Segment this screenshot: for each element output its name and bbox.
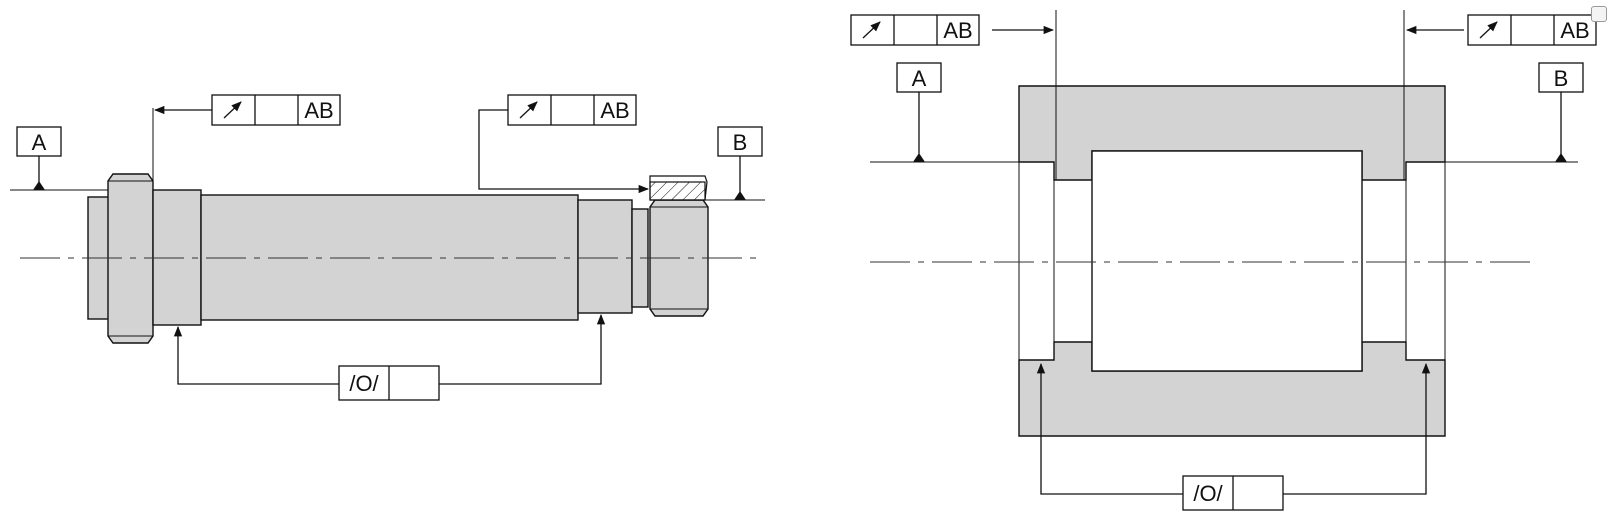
runout-arrow-icon xyxy=(1479,21,1498,39)
datum-a-label: A xyxy=(912,66,927,91)
datum-triangle-icon xyxy=(734,191,746,200)
runout-frame-left: AB xyxy=(850,14,1055,46)
datum-triangle-icon xyxy=(1555,153,1567,162)
cylindricity-symbol: /O/ xyxy=(1193,481,1223,506)
datum-b-label: B xyxy=(1554,66,1569,91)
runout-datums-label: AB xyxy=(600,98,629,123)
shaft-bearing-seat-right xyxy=(577,199,633,314)
cylindricity-frame-left: /O/ xyxy=(173,313,606,401)
cylindricity-leader-left xyxy=(1036,362,1183,495)
runout-frame-left: AB xyxy=(152,94,341,181)
right-bushing-drawing: A B AB AB /O/ xyxy=(850,10,1597,511)
cylindricity-leader-right xyxy=(1283,362,1431,495)
runout-leader-arrow xyxy=(478,109,650,194)
datum-b-label: B xyxy=(733,130,748,155)
cylindricity-leader-left xyxy=(173,325,339,385)
datum-a-box xyxy=(16,126,62,157)
datum-b-box xyxy=(717,126,763,157)
datum-triangle-icon xyxy=(913,153,925,162)
datum-a-label: A xyxy=(32,130,47,155)
cylindricity-symbol: /O/ xyxy=(349,371,379,396)
runout-arrow-icon xyxy=(519,101,538,119)
gear-tooth-hatch xyxy=(649,181,706,201)
runout-datums-label: AB xyxy=(304,98,333,123)
datum-triangle-icon xyxy=(33,181,45,190)
runout-datums-label: AB xyxy=(943,18,972,43)
runout-arrow-icon xyxy=(223,101,242,119)
runout-arrow-icon xyxy=(862,21,881,39)
runout-datums-label: AB xyxy=(1560,18,1589,43)
expand-icon[interactable] xyxy=(1591,6,1607,22)
runout-frame-right: AB xyxy=(478,94,650,194)
datum-b-box xyxy=(1538,62,1584,93)
left-shaft-drawing: A B AB AB /O/ xyxy=(10,94,765,401)
bushing-bore xyxy=(1091,150,1363,372)
cylindricity-frame-right: /O/ xyxy=(1036,362,1431,511)
cylindricity-leader-right xyxy=(439,313,606,385)
runout-frame-right: AB xyxy=(1405,14,1597,46)
